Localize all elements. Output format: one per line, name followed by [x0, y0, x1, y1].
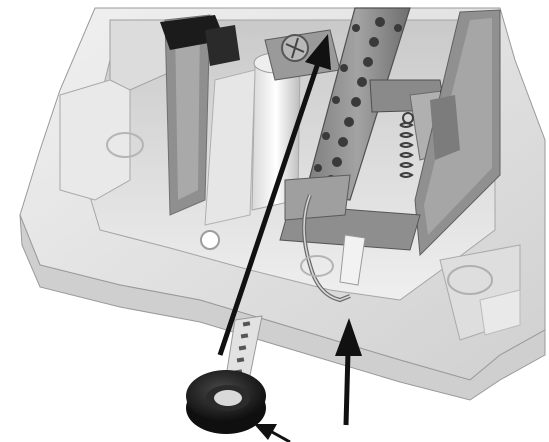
right-divider — [414, 9, 501, 257]
left-compartment — [59, 14, 240, 250]
right-housing-details — [439, 244, 521, 341]
arrow-up-short — [335, 318, 362, 426]
wire-bracket — [279, 174, 421, 303]
annotation-arrows — [217, 34, 362, 442]
arrow-up-long — [217, 34, 331, 356]
arrow-left-diagonal — [254, 424, 291, 442]
white-post — [204, 52, 301, 226]
rubber-foot — [186, 370, 266, 434]
